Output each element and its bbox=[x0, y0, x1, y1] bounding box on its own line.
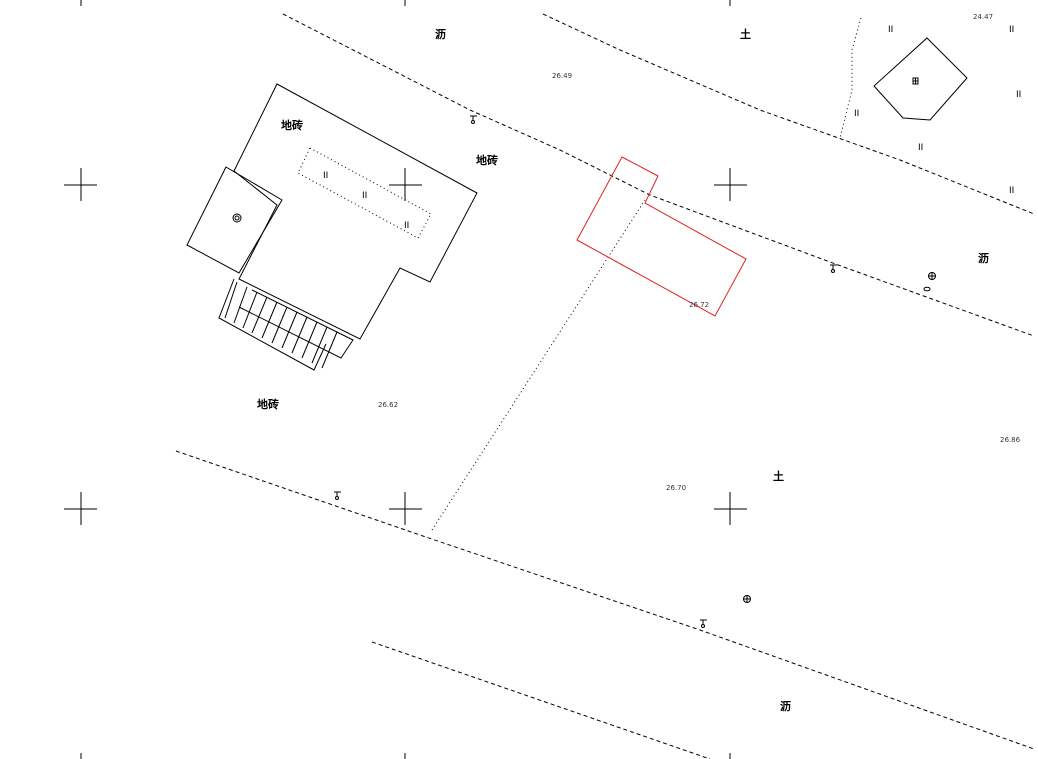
elevation-point: 26.49 bbox=[552, 72, 572, 80]
grass-symbol: II bbox=[323, 171, 328, 181]
road-edges bbox=[175, 13, 1035, 759]
label-asphalt: 沥 bbox=[978, 251, 989, 265]
pavilion bbox=[873, 37, 968, 121]
pavilion-icon bbox=[912, 77, 919, 85]
grass-symbol: II bbox=[888, 25, 893, 35]
label-asphalt: 沥 bbox=[435, 27, 446, 41]
grass-symbol: II bbox=[362, 191, 367, 201]
map-symbols bbox=[232, 77, 936, 628]
label-tile: 地砖 bbox=[476, 153, 498, 167]
grass-symbol: II bbox=[1009, 25, 1014, 35]
streetlight-icon bbox=[700, 619, 707, 628]
hydrant-icon bbox=[923, 286, 931, 292]
grass-symbol: II bbox=[854, 109, 859, 119]
streetlight-icon bbox=[334, 491, 341, 500]
elevation-point: 26.86 bbox=[1000, 436, 1021, 444]
label-tile: 地砖 bbox=[257, 397, 279, 411]
streetlight-icon bbox=[470, 115, 477, 124]
grass-symbol: II bbox=[1016, 90, 1021, 100]
grass-symbol: II bbox=[404, 221, 409, 231]
label-soil: 土 bbox=[773, 469, 784, 483]
elevation-point: 26.62 bbox=[378, 401, 398, 409]
grass-symbol: II bbox=[918, 143, 923, 153]
grass-symbol: II bbox=[1009, 186, 1014, 196]
manhole-icon bbox=[928, 272, 936, 280]
well-icon bbox=[232, 213, 242, 223]
manhole-icon bbox=[743, 595, 751, 603]
label-soil: 土 bbox=[740, 27, 751, 41]
building-main bbox=[186, 83, 478, 371]
elevation-point: 26.72 bbox=[689, 301, 709, 309]
elevation-point: 24.47 bbox=[973, 13, 993, 21]
label-tile: 地砖 bbox=[281, 118, 303, 132]
highlighted-parcel[interactable] bbox=[576, 156, 747, 317]
label-asphalt: 沥 bbox=[780, 699, 791, 713]
streetlight-icon bbox=[830, 264, 837, 273]
elevation-point: 26.70 bbox=[666, 484, 686, 492]
grid-crosses bbox=[64, 0, 747, 759]
